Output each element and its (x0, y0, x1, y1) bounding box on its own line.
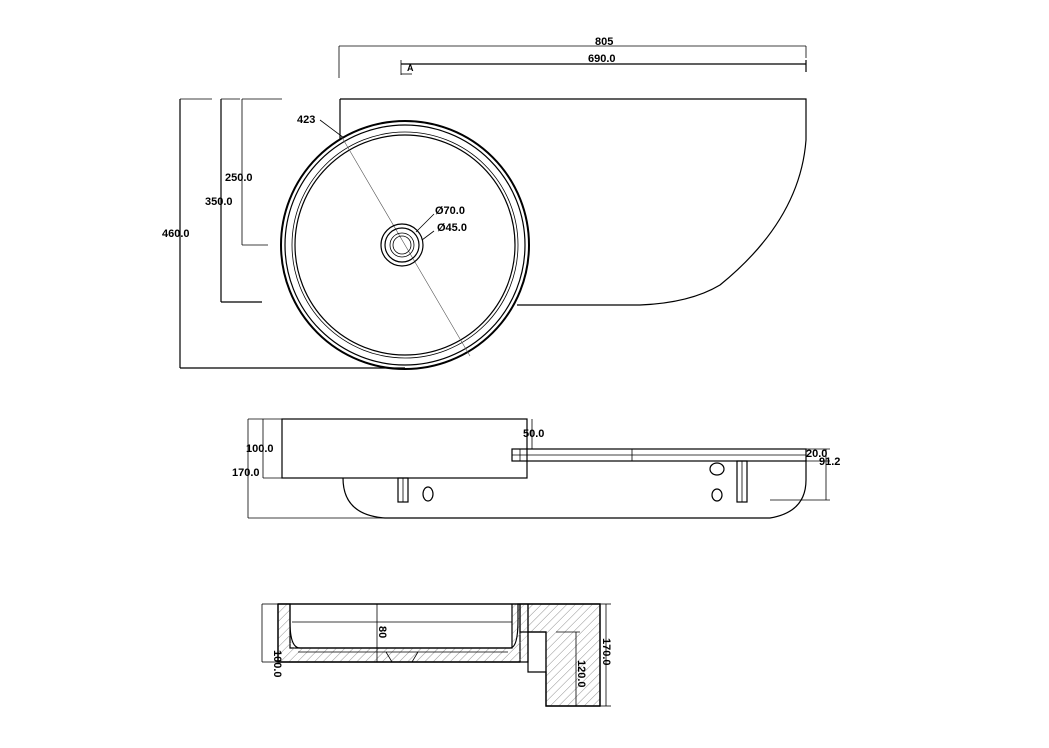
dim-section-depth-label: 100.0 (271, 650, 283, 678)
vanity-top-outline (340, 98, 807, 306)
dim-to-drain-2: 350.0 (205, 98, 262, 303)
dim-bowl-depth-label: 80 (376, 626, 388, 638)
section-view: 100.0 80 170.0 120.0 (261, 603, 612, 707)
dim-shelf-offset-label: 50.0 (523, 428, 544, 440)
drain-top: Ø70.0 Ø45.0 (380, 205, 467, 267)
front-dimensions: 100.0 170.0 50.0 20.0 91.2 (232, 418, 840, 519)
dim-overall-width: 805 (338, 36, 807, 78)
dim-overall-depth-label: 460.0 (162, 228, 190, 240)
dim-shelf-thickness-label: 20.0 (806, 448, 827, 460)
drain-inner-diameter-label: Ø45.0 (437, 222, 467, 234)
dim-front-height-total-label: 170.0 (232, 467, 260, 479)
front-lower-body (342, 460, 807, 519)
front-shelf (511, 448, 807, 462)
dim-to-drain-1-label: 250.0 (225, 172, 253, 184)
top-view: 805 A 690.0 423 (162, 36, 807, 370)
dim-basin-diameter-label: 423 (297, 114, 315, 126)
section-bowl-wall (277, 603, 601, 707)
front-view: 100.0 170.0 50.0 20.0 91.2 (232, 418, 840, 519)
section-bowl-inner (292, 621, 512, 653)
dim-front-height-top-label: 100.0 (246, 443, 274, 455)
dim-overall-width-label: 805 (595, 36, 613, 48)
dim-to-drain-2-label: 350.0 (205, 196, 233, 208)
dim-basin-offset: A 690.0 (400, 53, 807, 75)
dim-overall-depth: 460.0 (162, 98, 405, 369)
section-outline (278, 603, 601, 707)
dim-section-height-label: 170.0 (600, 638, 612, 666)
front-fixings (397, 460, 748, 503)
dim-section-lower-height-label: 120.0 (575, 660, 587, 688)
basin-top: 423 (280, 114, 530, 370)
section-dimensions: 100.0 80 170.0 120.0 (261, 603, 612, 707)
drain-outer-diameter-label: Ø70.0 (435, 205, 465, 217)
dim-to-drain-1: 250.0 (225, 98, 282, 246)
front-basin-block (281, 418, 528, 479)
dim-basin-offset-label: 690.0 (588, 53, 616, 65)
dim-shelf-height-label: 91.2 (819, 456, 840, 468)
section-marker-label: A (407, 63, 414, 73)
section-drain (385, 651, 419, 663)
